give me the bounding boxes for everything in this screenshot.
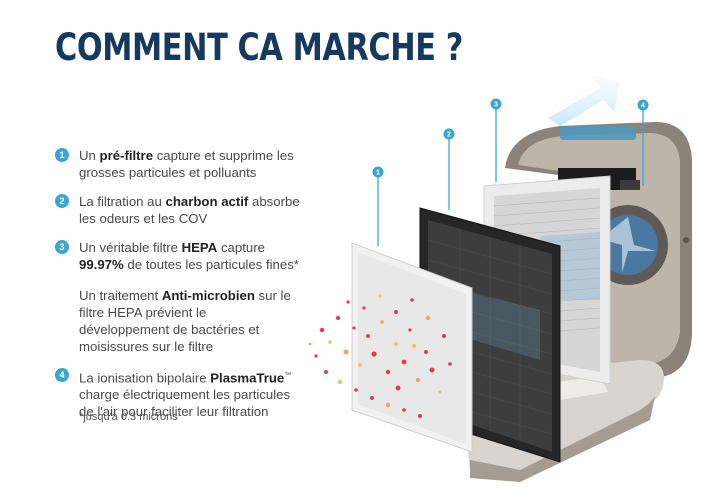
callout-4: 4 bbox=[637, 99, 649, 111]
step-text-post: absorbe les odeurs et les COV bbox=[79, 194, 300, 226]
svg-text:3: 3 bbox=[494, 102, 498, 109]
svg-text:2: 2 bbox=[447, 132, 451, 139]
step-text-bold: charbon actif bbox=[165, 194, 249, 209]
step-text-post: capture et supprime les grosses particul… bbox=[79, 148, 294, 180]
step-text-bold-2: 99.97% bbox=[79, 257, 124, 272]
svg-text:1: 1 bbox=[376, 170, 380, 177]
pollution-particles bbox=[308, 294, 452, 418]
step-charcoal: 2 La filtration au charbon actif absorbe… bbox=[55, 193, 300, 227]
step-text-post: charge électriquement les particules de … bbox=[79, 387, 291, 420]
step-plasmatrue: 4 La ionisation bipolaire PlasmaTrue™ ch… bbox=[55, 367, 300, 420]
trademark-mark: ™ bbox=[284, 372, 292, 379]
page-title: COMMENT CA MARCHE ? bbox=[55, 26, 463, 69]
steps-list: 1 Un pré-filtre capture et supprime les … bbox=[55, 147, 300, 420]
step-text-post: capture bbox=[217, 240, 265, 255]
step-text-bold: pré-filtre bbox=[99, 148, 154, 163]
step-text-pre: Un bbox=[79, 148, 100, 163]
step-number-badge: 2 bbox=[55, 194, 69, 208]
step-text-post-2: de toutes les particules fines* bbox=[123, 257, 299, 272]
step-number-badge: 3 bbox=[55, 240, 69, 254]
step-number-badge: 1 bbox=[55, 148, 69, 162]
callout-1: 1 bbox=[372, 166, 384, 178]
step-hepa: 3 Un véritable filtre HEPA capture 99.97… bbox=[55, 239, 300, 273]
footnote: *jusqu'à 0.3 microns bbox=[79, 411, 178, 423]
step-text-post: sur le filtre HEPA prévient le développe… bbox=[79, 288, 291, 354]
svg-text:4: 4 bbox=[641, 103, 645, 110]
step-text-pre: Un traitement bbox=[79, 288, 162, 303]
step-antimicrobial: Un traitement Anti-microbien sur le filt… bbox=[55, 287, 300, 355]
step-text-bold: HEPA bbox=[181, 240, 218, 255]
pre-filter bbox=[351, 242, 473, 453]
step-text-pre: La ionisation bipolaire bbox=[79, 370, 211, 386]
step-text-bold: Anti-microbien bbox=[161, 288, 255, 303]
step-text-pre: Un véritable filtre bbox=[79, 240, 182, 255]
step-prefilter: 1 Un pré-filtre capture et supprime les … bbox=[55, 147, 300, 181]
step-text-bold: PlasmaTrue bbox=[210, 370, 285, 386]
step-text-pre: La filtration au bbox=[79, 194, 166, 209]
callout-2: 2 bbox=[443, 128, 455, 140]
callout-3: 3 bbox=[490, 98, 502, 110]
step-number-badge: 4 bbox=[55, 368, 69, 382]
airflow-arrow-icon bbox=[548, 75, 620, 126]
